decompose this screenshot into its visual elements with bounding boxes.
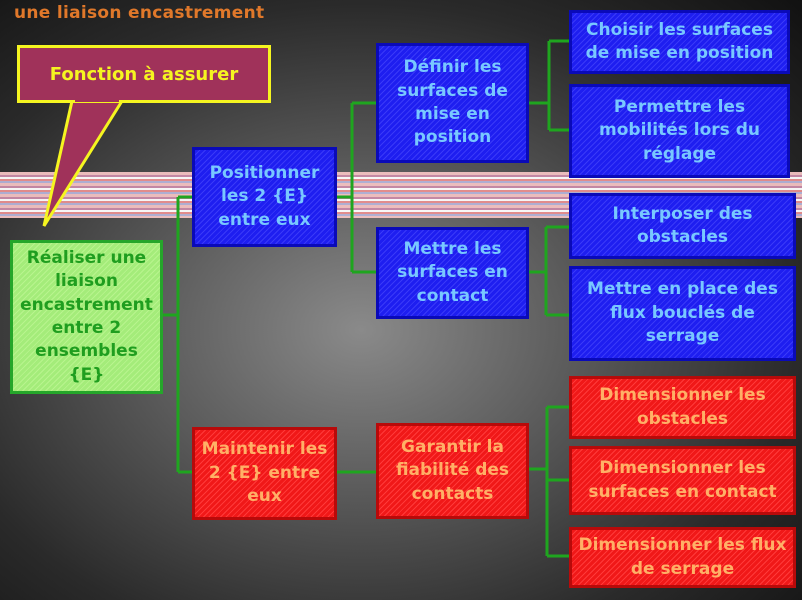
connector-garantir: [529, 405, 569, 558]
box-dim-obstacles: Dimensionner les obstacles: [569, 376, 796, 439]
box-interposer: Interposer des obstacles: [569, 193, 796, 259]
box-garantir: Garantir la fiabilité des contacts: [376, 423, 529, 519]
root-function-box: Réaliser une liaison encastrement entre …: [10, 240, 163, 394]
box-flux: Mettre en place des flux bouclés de serr…: [569, 266, 796, 361]
connector-definir: [529, 39, 569, 132]
box-definir: Définir les surfaces de mise en position: [376, 43, 529, 163]
connector-mettre-contact: [529, 225, 569, 317]
callout-seam: [75, 98, 119, 102]
box-choisir: Choisir les surfaces de mise en position: [569, 10, 790, 74]
box-dim-surfaces: Dimensionner les surfaces en contact: [569, 446, 796, 515]
box-mettre-contact: Mettre les surfaces en contact: [376, 227, 529, 319]
connector-root: [163, 195, 192, 474]
callout-pointer: [42, 99, 125, 227]
callout-label: Fonction à assurer: [17, 45, 271, 103]
box-maintenir: Maintenir les 2 {E} entre eux: [192, 427, 337, 520]
box-permettre: Permettre les mobilités lors du réglage: [569, 84, 790, 178]
page-title: une liaison encastrement: [14, 3, 265, 23]
box-dim-flux: Dimensionner les flux de serrage: [569, 527, 796, 588]
connector-positionner: [337, 101, 376, 274]
box-positionner: Positionner les 2 {E} entre eux: [192, 147, 337, 247]
